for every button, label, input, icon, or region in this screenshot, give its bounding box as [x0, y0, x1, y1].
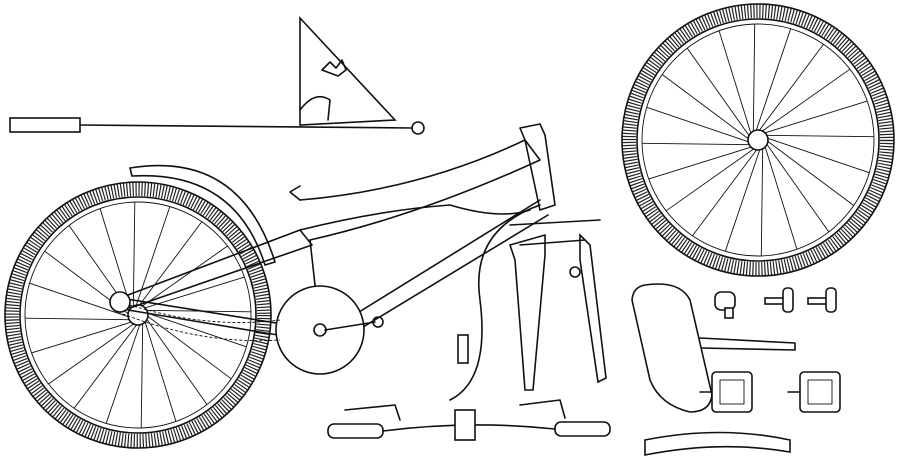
spoke: [137, 221, 203, 308]
spoke: [764, 134, 874, 138]
spoke: [140, 321, 144, 428]
spoke: [145, 312, 247, 348]
spoke: [145, 317, 208, 405]
tire-outer: [4, 181, 272, 449]
spoke: [757, 43, 824, 133]
spoke: [692, 147, 759, 237]
spoke: [105, 322, 141, 424]
pedal-left: [699, 371, 753, 413]
spoke: [760, 146, 764, 256]
fork: [449, 204, 607, 401]
spoke: [642, 142, 752, 146]
front-fender: [644, 431, 791, 456]
spoke: [646, 106, 751, 143]
spoke: [48, 322, 136, 385]
rim: [19, 196, 257, 434]
handlebar: [327, 334, 611, 441]
safety-flag: [9, 15, 425, 135]
pedal-right: [787, 371, 841, 413]
reflector-knob: [764, 287, 794, 313]
spoke: [765, 139, 855, 206]
spoke: [665, 147, 756, 212]
chain-guard: [109, 285, 384, 375]
reflector-knob: [807, 287, 837, 313]
rim-inner: [24, 201, 252, 429]
saddle: [631, 283, 796, 413]
spoke: [648, 146, 754, 180]
spoke: [752, 24, 756, 134]
spoke: [764, 144, 798, 250]
spoke: [762, 100, 868, 134]
spoke: [145, 314, 232, 380]
spoke: [144, 319, 177, 422]
hub: [747, 129, 769, 151]
spoke: [765, 142, 830, 233]
front-wheel: [621, 3, 895, 277]
tire: [5, 182, 271, 448]
spoke: [724, 147, 761, 252]
spoke: [142, 276, 245, 309]
spoke: [760, 68, 851, 133]
spoke: [661, 74, 751, 141]
bell: [714, 291, 736, 319]
spoke: [686, 47, 751, 138]
spoke: [73, 322, 139, 409]
tire-outer: [621, 3, 895, 277]
spoke: [25, 317, 132, 321]
spoke: [29, 282, 131, 318]
spoke: [135, 206, 171, 308]
spoke: [765, 137, 870, 174]
rim-inner: [641, 23, 875, 257]
tire: [622, 4, 894, 276]
rear-fender: [129, 164, 277, 266]
rim: [636, 18, 880, 262]
spoke: [31, 321, 134, 354]
spoke: [718, 30, 752, 136]
spoke: [140, 245, 228, 308]
spoke: [755, 28, 792, 133]
spoke: [132, 202, 136, 309]
